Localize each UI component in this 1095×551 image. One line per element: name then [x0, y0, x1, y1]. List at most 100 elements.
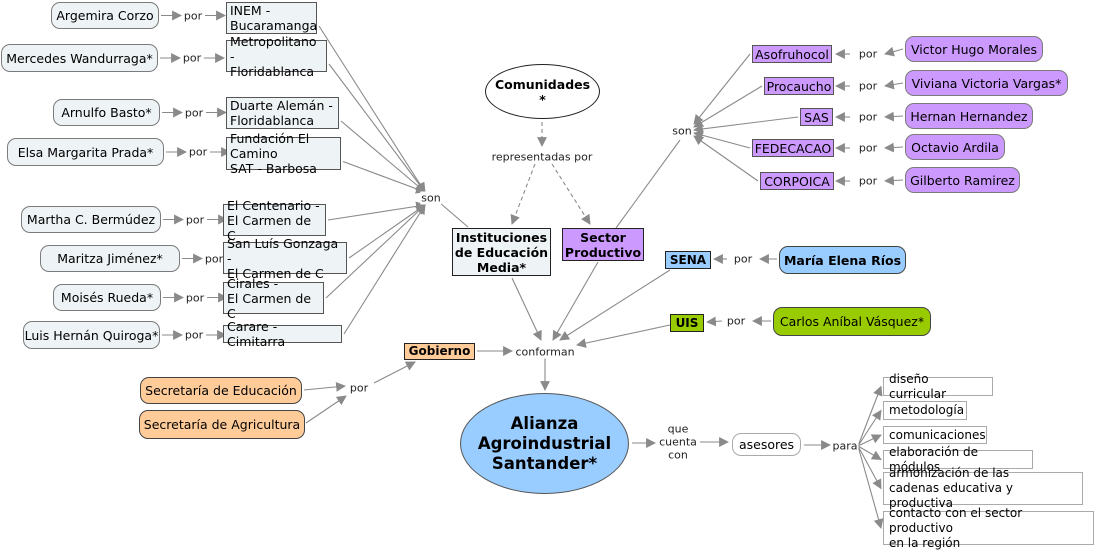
- connector-line: [303, 381, 346, 392]
- por-label: por: [857, 174, 879, 188]
- sector-org-node[interactable]: CORPOICA: [760, 172, 834, 190]
- por-label: por: [857, 47, 879, 61]
- por-label: por: [184, 213, 206, 226]
- connector-line: [559, 269, 671, 341]
- purpose-node[interactable]: comunicaciones: [883, 426, 987, 444]
- school-contact-person[interactable]: Martha C. Bermúdez: [21, 206, 161, 233]
- school-node[interactable]: Duarte Alemán - Floridablanca: [226, 97, 339, 129]
- connector-line: [348, 204, 426, 259]
- asesores-node[interactable]: asesores: [732, 433, 801, 456]
- por-label: por: [203, 252, 225, 265]
- connector-line: [693, 130, 751, 149]
- connector-line: [857, 445, 882, 461]
- school-node[interactable]: San Luís Gonzaga - El Carmen de C: [223, 236, 347, 281]
- connector-line: [693, 135, 759, 182]
- connector-line: [343, 204, 426, 335]
- connector-line: [318, 25, 426, 193]
- school-contact-person[interactable]: Mercedes Wandurraga*: [1, 44, 158, 72]
- connector-line: [342, 160, 426, 194]
- uis-node[interactable]: UIS: [670, 314, 704, 332]
- connector-line: [373, 361, 416, 384]
- gobierno-por-label: por: [348, 381, 370, 395]
- school-contact-person[interactable]: Moisés Rueda*: [53, 284, 161, 311]
- connector-line: [693, 53, 751, 125]
- connector-line: [884, 142, 904, 153]
- connector-line: [340, 120, 426, 193]
- secretaria-agricultura-node[interactable]: Secretaría de Agricultura: [139, 410, 305, 439]
- connector-line: [327, 201, 426, 221]
- connector-line: [884, 46, 904, 57]
- connector-line: [551, 163, 591, 225]
- connector-line: [305, 395, 347, 424]
- uis-por-label: por: [725, 314, 747, 328]
- connector-line: [857, 445, 882, 490]
- connector-line: [706, 316, 723, 327]
- purpose-node[interactable]: contacto con el sector productivo en la …: [883, 506, 1094, 550]
- school-contact-person[interactable]: Argemira Corzo: [51, 2, 159, 29]
- instituciones-node[interactable]: Instituciones de Educación Media*: [452, 228, 551, 276]
- representadas-por-label: representadas por: [490, 150, 594, 164]
- por-label: por: [857, 141, 879, 155]
- sena-node[interactable]: SENA: [665, 251, 711, 269]
- gobierno-node[interactable]: Gobierno: [404, 343, 475, 360]
- connector-line: [552, 261, 599, 341]
- sector-contact-person[interactable]: Victor Hugo Morales: [905, 36, 1043, 62]
- school-contact-person[interactable]: Luis Hernán Quiroga*: [23, 321, 160, 349]
- connector-line: [857, 445, 884, 529]
- school-node[interactable]: INEM - Bucaramanga: [226, 2, 317, 34]
- sena-person-node[interactable]: María Elena Ríos: [779, 246, 906, 274]
- school-contact-person[interactable]: Arnulfo Basto*: [53, 99, 160, 126]
- sector-contact-person[interactable]: Hernan Hernandez: [905, 103, 1033, 129]
- sena-por-label: por: [732, 252, 754, 266]
- son-right-label: son: [671, 124, 693, 138]
- connector-line: [576, 324, 671, 348]
- sector-org-node[interactable]: FEDECACAO: [752, 139, 834, 157]
- uis-person-node[interactable]: Carlos Aníbal Vásquez*: [773, 307, 931, 336]
- connector-line: [857, 409, 882, 447]
- por-label: por: [857, 79, 879, 93]
- school-node[interactable]: Cirales - El Carmen de C: [223, 276, 324, 321]
- sector-org-node[interactable]: Procaucho: [764, 77, 834, 95]
- school-node[interactable]: El Centenario - El Carmen de C: [223, 198, 326, 243]
- por-label: por: [184, 291, 206, 304]
- sector-productivo-node[interactable]: Sector Productivo: [562, 228, 644, 261]
- conforman-label: conforman: [514, 345, 576, 359]
- por-label: por: [857, 110, 879, 124]
- connector-line: [884, 111, 904, 122]
- connector-line: [325, 204, 426, 299]
- connector-line: [693, 85, 763, 128]
- sector-contact-person[interactable]: Viviana Victoria Vargas*: [905, 70, 1068, 96]
- school-node[interactable]: Fundación El Camino SAT - Barbosa: [226, 131, 341, 176]
- para-label: para: [831, 439, 859, 453]
- school-node[interactable]: Carare - Cimitarra: [223, 319, 342, 349]
- sector-org-node[interactable]: SAS: [800, 108, 833, 126]
- connector-line: [693, 116, 799, 134]
- connector-line: [439, 202, 469, 228]
- por-label: por: [181, 51, 203, 65]
- comunidades-node[interactable]: Comunidades *: [485, 64, 600, 119]
- connector-line: [328, 63, 426, 193]
- connector-line: [615, 139, 681, 229]
- connector-line: [857, 385, 883, 447]
- secretaria-educacion-node[interactable]: Secretaría de Educación: [140, 377, 302, 404]
- school-contact-person[interactable]: Maritza Jiménez*: [40, 245, 180, 272]
- connector-line: [884, 175, 904, 186]
- connector-line: [857, 434, 882, 447]
- alianza-central-node[interactable]: Alianza Agroindustrial Santander*: [460, 393, 629, 494]
- purpose-node[interactable]: diseño curricular: [883, 372, 993, 401]
- connector-line: [510, 163, 536, 225]
- por-label: por: [187, 145, 209, 159]
- school-node[interactable]: Metropolitano - Floridablanca: [226, 34, 327, 79]
- sector-org-node[interactable]: Asofruhocol: [752, 45, 832, 63]
- son-left-label: son: [420, 191, 442, 205]
- school-contact-person[interactable]: Elsa Margarita Prada*: [7, 138, 164, 166]
- connector-line: [511, 277, 542, 341]
- por-label: por: [182, 9, 204, 22]
- por-label: por: [183, 328, 205, 342]
- sector-contact-person[interactable]: Octavio Ardila: [905, 134, 1005, 160]
- purpose-node[interactable]: metodología: [883, 401, 967, 420]
- que-cuenta-con-label: que cuenta con: [658, 422, 698, 462]
- sector-contact-person[interactable]: Gilberto Ramirez: [905, 167, 1020, 193]
- purpose-node[interactable]: armonización de las cadenas educativa y …: [883, 466, 1083, 510]
